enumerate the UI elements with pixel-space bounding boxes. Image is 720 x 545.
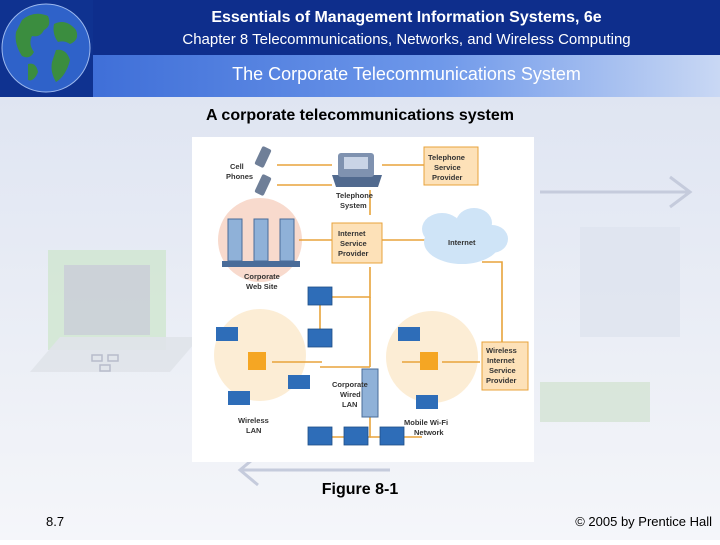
section-title: The Corporate Telecommunications System [232,64,581,84]
isp-label-3: Provider [338,249,369,258]
chapter-title: Chapter 8 Telecommunications, Networks, … [182,31,631,48]
telephone-provider-label-2: Service [434,163,461,172]
wireless-isp-label-1: Wireless [486,346,517,355]
telephone-system-label-2: System [340,201,367,210]
wireless-isp-label-4: Provider [486,376,517,385]
server-icon [222,218,300,267]
access-point-icon [248,352,266,370]
wifi-network-label-2: Network [414,428,444,437]
telephone-provider-label-1: Telephone [428,153,465,162]
cell-phone-icon [254,146,272,196]
wireless-lan-label-2: LAN [246,426,261,435]
telephone-system-label-1: Telephone [336,191,373,200]
globe-icon [0,0,93,97]
wireless-lan-label-1: Wireless [238,416,269,425]
lan-server-icon [361,368,379,418]
wireless-isp-label-2: Internet [487,356,515,365]
wifi-laptop-icon [398,327,438,409]
isp-box [331,222,383,264]
wifi-hotspot-icon [420,352,438,370]
course-title: Essentials of Management Information Sys… [211,9,602,26]
connection-lines [272,164,503,438]
wired-lan-label-2: Wired [340,390,361,399]
wired-lan-label-1: Corporate [332,380,368,389]
section-title-bar [93,55,720,97]
laptop-icon [216,327,310,405]
header-bar [0,0,720,55]
network-diagram: Cell Phones Telephone System Telephone S… [192,137,534,462]
wireless-isp-label-3: Service [489,366,516,375]
cell-phones-label-2: Phones [226,172,253,181]
internet-label: Internet [448,238,476,247]
desktop-computer-icon [307,286,405,446]
copyright: © 2005 by Prentice Hall [575,514,712,529]
web-site-label-2: Web Site [246,282,278,291]
web-site-label-1: Corporate [244,272,280,281]
slide-caption: A corporate telecommunications system [206,107,514,124]
figure-label: Figure 8-1 [321,481,399,498]
isp-label-2: Service [340,239,367,248]
wifi-network-label-1: Mobile Wi-Fi [404,418,448,427]
telephone-provider-box [423,146,479,186]
telephone-icon [332,153,382,187]
isp-label-1: Internet [338,229,366,238]
internet-cloud-icon [422,208,508,264]
cell-phones-label-1: Cell [230,162,244,171]
slide-number: 8.7 [46,514,65,529]
wired-lan-label-3: LAN [342,400,357,409]
telephone-provider-label-3: Provider [432,173,463,182]
wireless-isp-box [481,341,529,391]
